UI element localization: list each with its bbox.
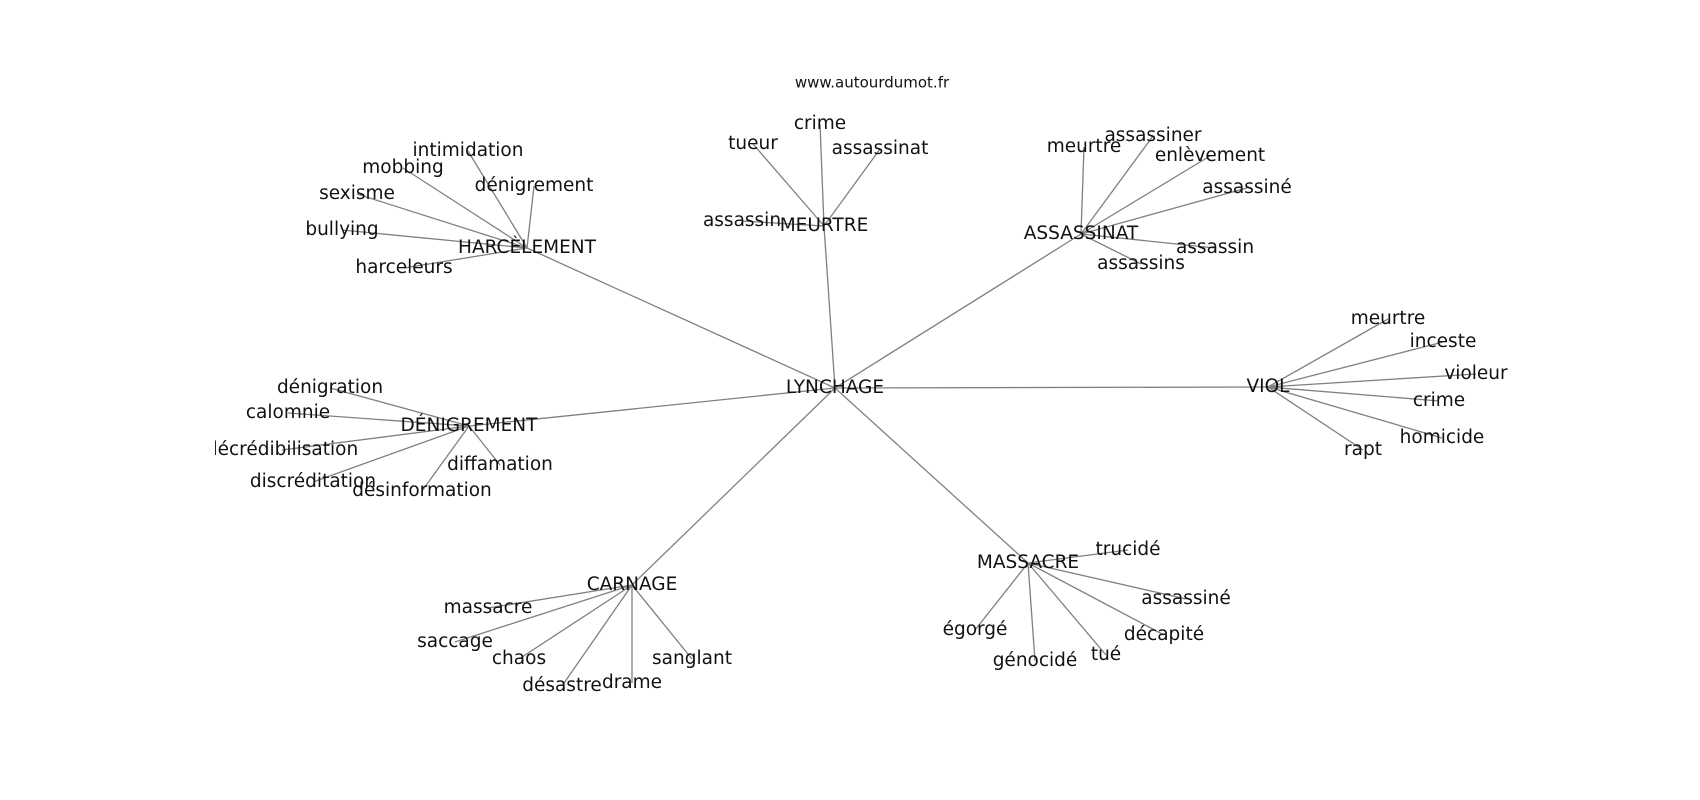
word-edge: [1267, 386, 1440, 402]
word-node-label: harceleurs: [355, 257, 452, 278]
word-edge: [1027, 562, 1107, 656]
word-node-label: sexisme: [319, 183, 395, 204]
word-node-label: désinformation: [352, 480, 492, 501]
word-node-label: bullying: [305, 219, 378, 240]
word-node-label: intimidation: [413, 140, 524, 161]
hub-node-label: CARNAGE: [587, 574, 678, 595]
word-edge: [823, 148, 881, 227]
center-edge: [631, 387, 836, 586]
word-edge: [974, 562, 1029, 631]
word-edge: [1267, 386, 1443, 439]
graph-edges: [281, 123, 1477, 687]
word-edge: [487, 584, 633, 609]
center-edge: [834, 233, 1082, 389]
word-node-label: assassins: [1097, 253, 1185, 274]
word-node-label: drame: [602, 672, 662, 693]
hub-node-label: DÉNIGREMENT: [401, 414, 539, 436]
word-edge: [1080, 155, 1211, 235]
word-node-label: génocidé: [993, 650, 1078, 671]
word-edge: [454, 584, 633, 643]
word-node-label: saccage: [417, 631, 493, 652]
word-edge: [341, 229, 528, 249]
word-edge: [1080, 187, 1248, 235]
word-node-label: assassinat: [832, 138, 929, 159]
word-edge: [819, 123, 825, 227]
word-node-label: égorgé: [943, 619, 1008, 640]
word-edge: [1027, 549, 1129, 564]
word-node-label: décapité: [1124, 624, 1204, 645]
word-node-label: tué: [1091, 644, 1121, 665]
word-edge: [468, 425, 501, 466]
word-edge: [518, 584, 633, 660]
center-node-label: LYNCHAGE: [786, 377, 884, 398]
word-node-label: inceste: [1410, 331, 1477, 352]
word-node-label: tueur: [728, 133, 778, 154]
word-node-label: crime: [1413, 390, 1465, 411]
word-node-label: mobbing: [362, 157, 443, 178]
word-node-label: assassiné: [1202, 177, 1291, 198]
word-edge: [1027, 562, 1187, 600]
word-node-label: sanglant: [652, 648, 732, 669]
word-node-label: meurtre: [1047, 136, 1122, 157]
word-edge: [1267, 373, 1477, 388]
word-node-label: désastre: [522, 675, 602, 696]
center-edge: [834, 386, 1269, 389]
word-node-label: décrédibilisation: [206, 439, 358, 460]
word-edge: [561, 584, 633, 687]
word-node-label: homicide: [1400, 427, 1485, 448]
word-edge: [1080, 233, 1216, 249]
word-edge: [467, 150, 528, 249]
hub-node-label: VIOL: [1247, 376, 1291, 397]
word-edge: [312, 425, 470, 483]
word-edge: [741, 220, 825, 227]
word-node-label: assassin: [1176, 237, 1254, 258]
word-edge: [1080, 146, 1085, 235]
word-edge: [281, 425, 470, 451]
word-edge: [1267, 318, 1389, 388]
word-edge: [403, 247, 528, 269]
word-edge: [356, 193, 528, 249]
word-edge: [1267, 341, 1444, 388]
word-node-label: enlèvement: [1155, 145, 1265, 166]
hub-node-label: ASSASSINAT: [1024, 223, 1139, 244]
hub-node-label: HARCÈLEMENT: [458, 236, 597, 258]
word-node-label: crime: [794, 113, 846, 134]
word-edge: [1080, 135, 1154, 235]
word-node-label: meurtre: [1351, 308, 1426, 329]
word-node-label: dénigrement: [475, 175, 594, 196]
word-edge: [1267, 386, 1364, 451]
center-edge: [526, 247, 836, 389]
word-node-label: calomnie: [246, 402, 330, 423]
word-edge: [1027, 562, 1036, 662]
hub-node-label: MASSACRE: [977, 552, 1079, 573]
center-edge: [468, 387, 836, 427]
center-edge: [823, 225, 836, 389]
word-edge: [1080, 233, 1142, 265]
word-edge: [526, 185, 535, 249]
word-node-label: assassiné: [1141, 588, 1230, 609]
center-edge: [834, 387, 1029, 564]
site-url: www.autourdumot.fr: [795, 74, 950, 92]
word-edge: [329, 387, 470, 427]
word-edge: [421, 425, 470, 492]
word-edge: [752, 143, 825, 227]
hub-node-label: MEURTRE: [780, 215, 869, 236]
word-node-label: trucidé: [1095, 539, 1160, 560]
word-node-label: discréditation: [250, 471, 376, 492]
word-node-label: assassiner: [1104, 125, 1201, 146]
word-node-label: diffamation: [447, 454, 553, 475]
word-node-label: massacre: [444, 597, 533, 618]
word-edge: [402, 167, 528, 249]
word-node-label: chaos: [492, 648, 546, 669]
word-edge: [287, 412, 470, 427]
word-node-label: dénigration: [277, 377, 383, 398]
word-node-label: rapt: [1344, 439, 1382, 460]
word-node-label: violeur: [1444, 363, 1508, 384]
word-node-label: assassin: [703, 210, 781, 231]
word-edge: [631, 584, 693, 660]
word-edge: [1027, 562, 1165, 636]
